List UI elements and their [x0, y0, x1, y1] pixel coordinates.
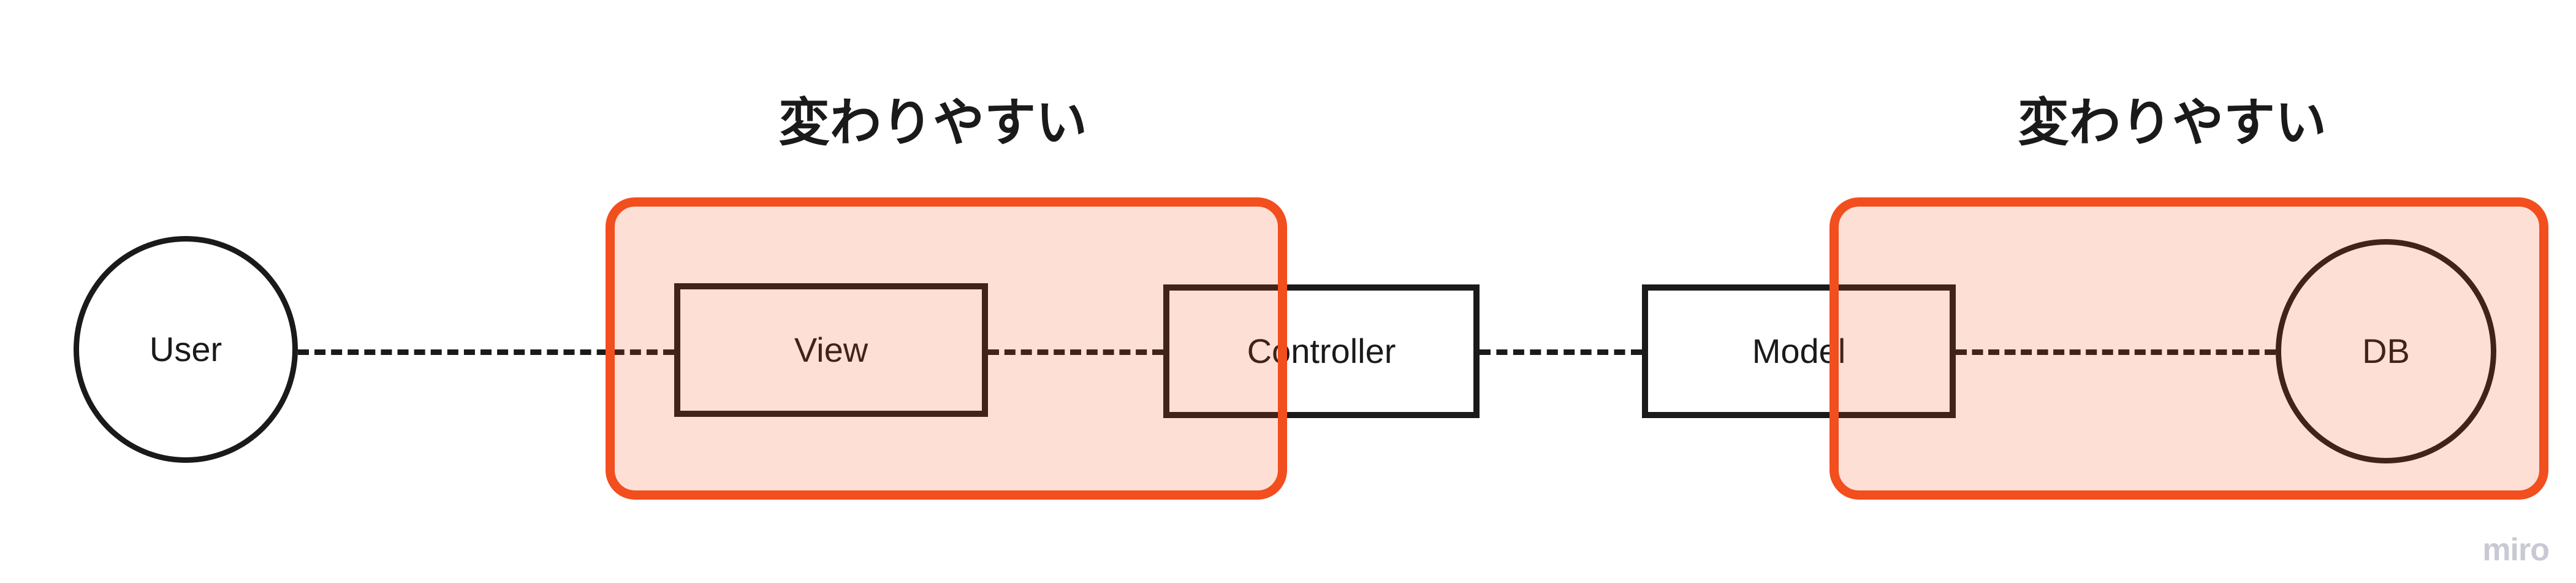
- group-heading-left: 変わりやすい: [778, 94, 1088, 151]
- node-view-label: View: [794, 330, 868, 369]
- group-heading-right: 変わりやすい: [2018, 94, 2327, 151]
- node-db[interactable]: DB: [2276, 239, 2496, 463]
- connector-user-view[interactable]: [298, 349, 674, 355]
- node-model-label: Model: [1752, 332, 1846, 370]
- miro-watermark: miro: [2482, 532, 2550, 568]
- node-user[interactable]: User: [74, 236, 298, 463]
- node-controller[interactable]: Controller: [1163, 284, 1480, 418]
- node-db-label: DB: [2362, 332, 2410, 370]
- node-controller-label: Controller: [1247, 332, 1396, 370]
- connector-controller-model[interactable]: [1480, 349, 1642, 355]
- connector-model-db[interactable]: [1956, 349, 2276, 355]
- node-view[interactable]: View: [674, 283, 988, 417]
- node-user-label: User: [149, 330, 222, 368]
- connector-view-controller[interactable]: [988, 349, 1163, 355]
- node-model[interactable]: Model: [1642, 284, 1956, 418]
